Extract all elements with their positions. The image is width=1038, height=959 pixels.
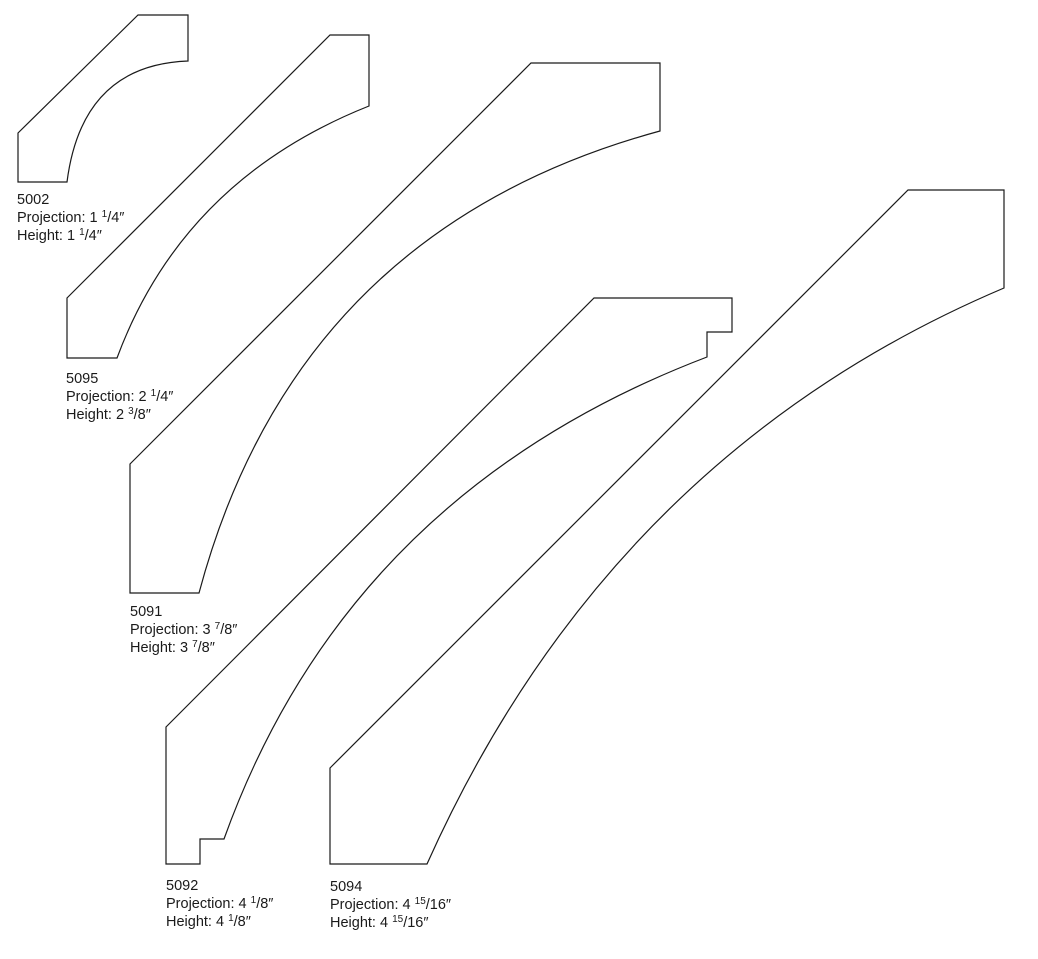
profile-5094-outline [329,189,1005,865]
height-spec: Height: 2 3/8″ [66,406,151,424]
height-spec: Height: 4 15/16″ [330,914,429,932]
profile-5094-label: 5094 Projection: 4 15/16″ Height: 4 15/1… [330,878,451,932]
height-spec: Height: 3 7/8″ [130,639,215,657]
projection-spec: Projection: 3 7/8″ [130,621,238,639]
height-spec: Height: 4 1/8″ [166,913,251,931]
height-spec: Height: 1 1/4″ [17,227,102,245]
profile-5092-label: 5092 Projection: 4 1/8″ Height: 4 1/8″ [166,877,273,931]
profile-5002-outline [17,14,189,183]
profile-code: 5002 [17,192,50,208]
projection-spec: Projection: 1 1/4″ [17,209,125,227]
profile-5095-outline [66,34,370,359]
profile-code: 5092 [166,878,199,894]
profile-5091-label: 5091 Projection: 3 7/8″ Height: 3 7/8″ [130,603,237,657]
profile-5091-outline [129,62,661,594]
projection-spec: Projection: 4 1/8″ [166,895,274,913]
profile-code: 5095 [66,371,99,387]
profile-code: 5094 [330,879,363,895]
profile-5092-outline [165,297,733,865]
profile-5002-label: 5002 Projection: 1 1/4″ Height: 1 1/4″ [17,191,124,245]
profile-5095-label: 5095 Projection: 2 1/4″ Height: 2 3/8″ [66,370,173,424]
projection-spec: Projection: 4 15/16″ [330,896,452,914]
profile-code: 5091 [130,604,163,620]
projection-spec: Projection: 2 1/4″ [66,388,174,406]
